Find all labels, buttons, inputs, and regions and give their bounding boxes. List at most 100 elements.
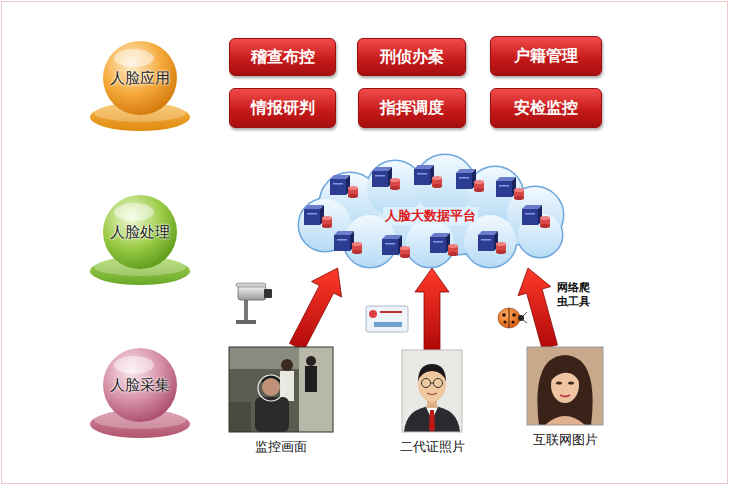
platform-label: 人脸大数据平台 — [383, 207, 478, 225]
layer-sphere: 人脸采集 — [88, 345, 192, 441]
shape — [474, 180, 484, 184]
shape — [496, 181, 512, 197]
shape — [481, 239, 491, 241]
button-label: 指挥调度 — [380, 98, 444, 119]
shape — [456, 173, 472, 189]
shape — [390, 186, 400, 190]
photo — [229, 347, 333, 432]
shape — [305, 366, 317, 392]
app-button: 安检监控 — [490, 88, 602, 128]
shape — [415, 155, 475, 215]
shape — [306, 356, 316, 366]
shape — [400, 246, 410, 250]
photo-caption: 二代证照片 — [398, 438, 467, 456]
shape — [430, 237, 446, 253]
button-label: 刑侦办案 — [380, 47, 444, 68]
layer-label: 人脸处理 — [110, 223, 170, 242]
shape — [496, 250, 506, 254]
shape — [525, 213, 535, 215]
shape — [545, 416, 585, 425]
shape — [103, 195, 177, 269]
shape — [258, 375, 284, 401]
button-label: 情报研判 — [251, 98, 315, 119]
shape — [281, 359, 293, 371]
caption-holder: 二代证照片 — [398, 438, 467, 456]
caption-holder: 监控画面 — [229, 438, 333, 456]
shape — [385, 243, 395, 245]
shape — [448, 244, 458, 248]
id-card-icon — [366, 306, 408, 332]
shape — [304, 209, 320, 225]
shape — [400, 254, 410, 258]
shape — [459, 177, 469, 179]
shape — [415, 155, 475, 215]
button-label: 安检监控 — [514, 98, 578, 119]
shape — [414, 169, 430, 185]
shape — [527, 347, 603, 425]
shape — [334, 235, 350, 251]
tool-label: 网络爬虫工具 — [557, 281, 590, 309]
shape — [551, 365, 579, 381]
shape — [433, 241, 443, 243]
shape — [560, 395, 570, 397]
shape — [330, 179, 346, 195]
shape — [375, 175, 385, 177]
flow-arrow — [518, 268, 558, 349]
shape — [406, 219, 454, 267]
app-button: 刑侦办案 — [357, 38, 466, 76]
shape — [103, 348, 177, 422]
shape — [103, 41, 177, 115]
photo — [527, 347, 603, 425]
label-holder: 人脸处理 — [88, 220, 192, 244]
app-button: 情报研判 — [229, 88, 336, 128]
shape — [255, 397, 289, 432]
shape — [478, 235, 494, 251]
shape — [432, 184, 442, 188]
caption-holder: 互联网图片 — [527, 431, 603, 449]
shape — [402, 350, 462, 432]
shape — [229, 347, 333, 432]
shape — [474, 188, 484, 192]
app-button: 户籍管理 — [490, 36, 602, 76]
shape — [540, 216, 550, 220]
shape — [348, 194, 358, 198]
photo-caption: 监控画面 — [229, 438, 333, 456]
shape — [352, 250, 362, 254]
layer-label: 人脸采集 — [110, 376, 170, 395]
shape — [322, 216, 332, 220]
shape — [262, 378, 280, 396]
shape — [429, 410, 435, 432]
shape — [229, 402, 251, 432]
shape — [568, 381, 574, 384]
shape — [422, 379, 431, 388]
source-photo: 互联网图片 — [527, 347, 603, 449]
shape — [496, 242, 506, 246]
shape — [333, 183, 343, 185]
layer-sphere: 人脸处理 — [88, 192, 192, 288]
shape — [404, 406, 460, 432]
photo — [402, 350, 462, 432]
shape — [427, 393, 437, 395]
camera-icon — [236, 283, 272, 324]
shape — [299, 199, 351, 251]
shape — [537, 355, 592, 425]
shape — [418, 364, 446, 382]
shape — [434, 379, 443, 388]
label-holder: 人脸采集 — [88, 373, 192, 397]
label-holder: 人脸大数据平台 — [290, 205, 570, 227]
shape — [352, 242, 362, 246]
shape — [229, 347, 333, 432]
shape — [114, 356, 154, 374]
shape — [417, 173, 427, 175]
shape — [556, 381, 562, 384]
shape — [402, 350, 462, 432]
layer-label: 人脸应用 — [110, 69, 170, 88]
photo-caption: 互联网图片 — [527, 431, 603, 449]
layer-sphere: 人脸应用 — [88, 38, 192, 134]
shape — [299, 347, 333, 432]
shape — [307, 213, 317, 215]
shape — [514, 188, 524, 192]
button-label: 户籍管理 — [514, 46, 578, 67]
shape — [540, 224, 550, 228]
